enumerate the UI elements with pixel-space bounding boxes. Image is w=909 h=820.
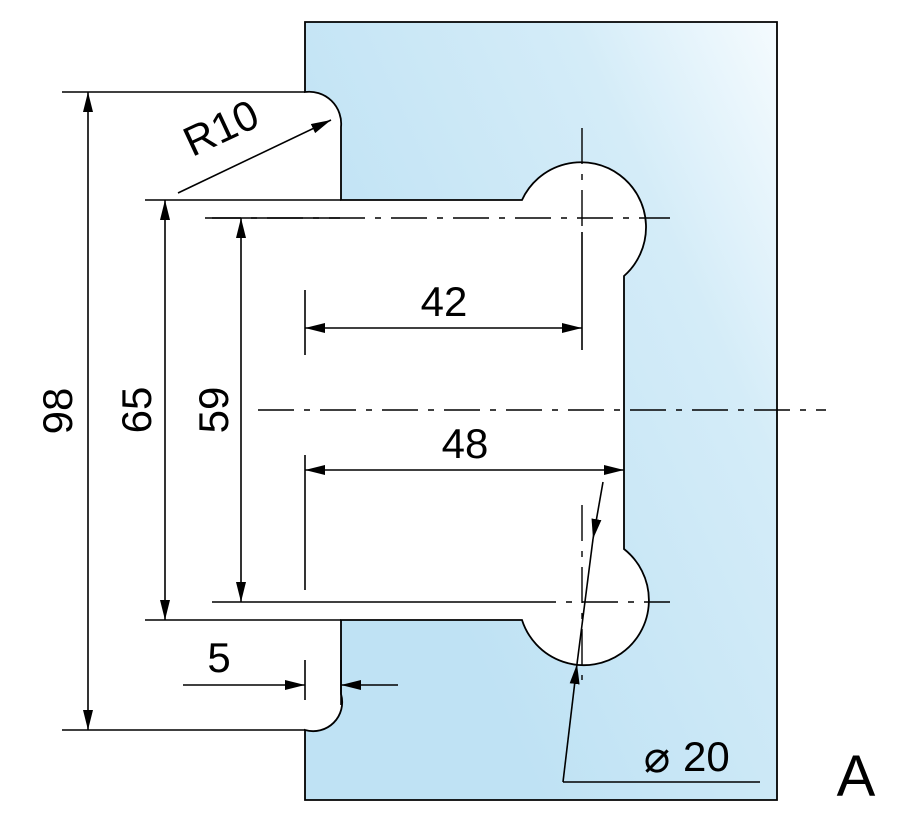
diameter-symbol: ⌀ [644,733,671,782]
dimension-5-label: 5 [207,634,230,681]
dimension-65-label: 65 [113,387,160,434]
dimension-42-label: 42 [421,278,468,325]
extension-lines [62,91,583,731]
view-label: A [837,744,876,809]
dimension-48-label: 48 [442,420,489,467]
hole-diameter-label: 20 [683,733,730,780]
radius-label: R10 [176,90,266,165]
dimension-59-label: 59 [190,387,237,434]
dimension-lines [83,92,760,783]
dimension-98-label: 98 [34,388,81,435]
glass-panel [304,21,778,801]
